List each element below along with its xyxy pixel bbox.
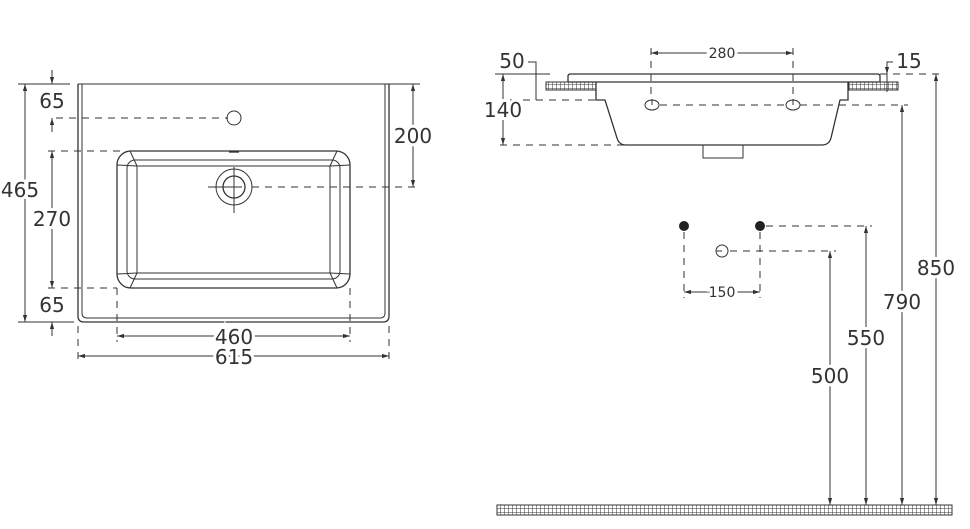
dim-front-margin: 65	[39, 293, 64, 317]
tap-hole	[226, 110, 242, 126]
dim-overflow-height: 790	[883, 290, 921, 314]
countertop-right	[848, 81, 899, 91]
basin-profile	[567, 73, 881, 83]
dim-supply-height: 550	[847, 326, 885, 350]
dim-bowl-width: 460	[215, 325, 253, 349]
side-view: 280 50 140 15 150 500 550 790 850	[481, 43, 958, 516]
hot-supply-valve	[679, 221, 689, 231]
dim-drain-offset: 200	[394, 124, 432, 148]
dim-overall-depth: 465	[1, 178, 39, 202]
dim-tap-offset: 65	[39, 89, 64, 113]
dim-trap-height: 500	[811, 364, 849, 388]
dim-bowl-depth: 270	[33, 207, 71, 231]
drain	[208, 167, 253, 213]
dim-bowl-height: 140	[484, 98, 522, 122]
dim-overall-width: 615	[215, 345, 253, 369]
dim-top-height: 850	[917, 256, 955, 280]
dim-rim: 15	[896, 49, 921, 73]
top-view: 465 65 270 65 200 460 615	[0, 70, 435, 372]
dim-valve-spacing: 150	[709, 285, 736, 301]
floor	[496, 504, 953, 516]
trap-outlet	[702, 144, 744, 159]
dim-countertop: 50	[499, 49, 524, 73]
dim-overflow-spacing: 280	[709, 46, 736, 62]
basin-outline	[77, 84, 390, 323]
countertop-left	[545, 81, 597, 91]
cold-supply-valve	[755, 221, 765, 231]
bowl-outline	[116, 150, 351, 289]
